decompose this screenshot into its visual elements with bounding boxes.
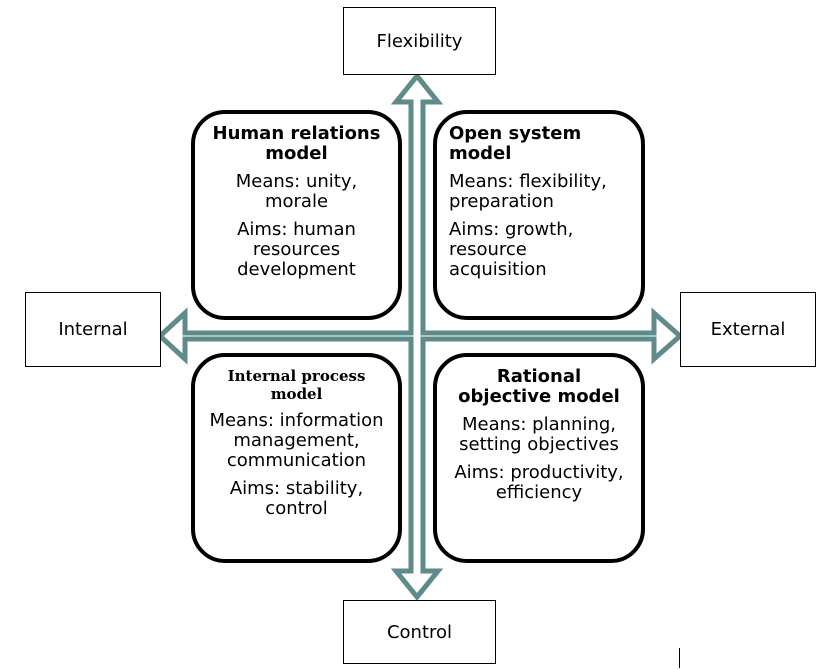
human-relations-means: Means: unity, morale [235,171,358,212]
human-relations-title: Human relations model [212,123,381,164]
rational-objective-means: Means: planning, setting objectives [459,414,619,455]
human-relations-model-box: Human relations model Means: unity, mora… [191,110,402,320]
internal-process-means: Means: information management, communica… [209,410,384,471]
open-system-means: Means: flexibility, preparation [449,171,607,212]
rational-objective-title: Rational objective model [458,366,620,407]
open-system-aims: Aims: growth, resource acquisition [449,219,574,280]
rational-objective-aims: Aims: productivity, efficiency [454,462,624,503]
cross-arrows-shape [156,72,684,601]
open-system-title: Open system model [449,123,582,164]
axis-label-flexibility: Flexibility [343,7,496,75]
internal-process-model-box: Internal process model Means: informatio… [191,353,402,563]
corner-tick [679,648,680,668]
open-system-model-box: Open system model Means: flexibility, pr… [433,110,645,320]
axis-label-internal: Internal [25,292,161,367]
axis-label-control: Control [343,600,496,664]
internal-process-aims: Aims: stability, control [229,478,364,519]
axis-label-external: External [680,292,816,367]
rational-objective-model-box: Rational objective model Means: planning… [433,353,645,563]
internal-process-title: Internal process model [227,367,366,403]
human-relations-aims: Aims: human resources development [237,219,356,280]
